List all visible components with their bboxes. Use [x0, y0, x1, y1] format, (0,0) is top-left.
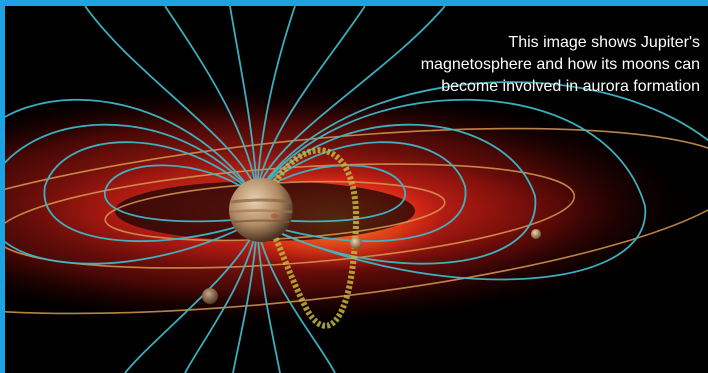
magnetic-field-lines [5, 6, 708, 373]
io-flux-tube [267, 147, 360, 329]
moon-io [350, 237, 362, 249]
moon-ganymede [202, 288, 218, 304]
image-caption: This image shows Jupiter's magnetosphere… [420, 34, 700, 95]
magnetosphere-illustration [5, 6, 708, 373]
jupiter [229, 178, 293, 242]
plasma-torus [5, 86, 695, 326]
moon-europa [531, 229, 541, 239]
